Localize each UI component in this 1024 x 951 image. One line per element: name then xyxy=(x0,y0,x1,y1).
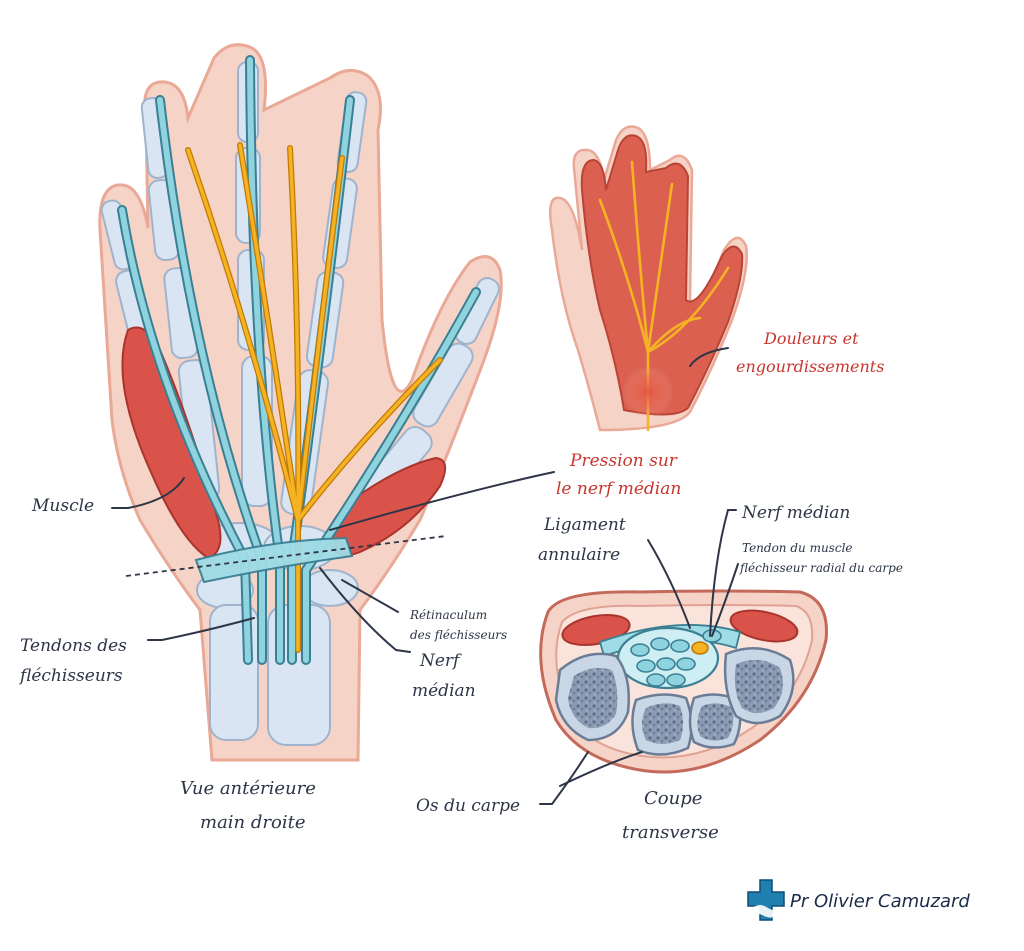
section-carpal-bones xyxy=(554,647,795,756)
label-carpal-bones: Os du carpe xyxy=(416,796,520,816)
label-tendons-line2: fléchisseurs xyxy=(18,666,123,686)
label-ligament-line1: Ligament xyxy=(543,515,626,535)
text-labels: Muscle Tendons des fléchisseurs Rétinacu… xyxy=(18,329,903,843)
label-nerve-section: Nerf médian xyxy=(741,503,850,523)
label-ligament-line2: annulaire xyxy=(538,545,620,565)
label-tendons-line1: Tendons des xyxy=(20,636,127,656)
author-credit: Pr Olivier Camuzard xyxy=(746,878,1016,924)
anterior-hand-view xyxy=(98,43,503,762)
symptom-nerve-branches xyxy=(598,160,730,432)
median-nerve-hand xyxy=(185,142,443,653)
label-pressure-line1: Pression sur xyxy=(569,451,678,471)
label-nerve-hand-line2: médian xyxy=(412,681,476,701)
section-median-nerve xyxy=(691,641,709,655)
symptom-hand-view xyxy=(549,125,748,432)
label-retinaculum-line1: Rétinaculum xyxy=(409,608,487,622)
caption-section-line1: Coupe xyxy=(644,788,702,809)
caption-anterior-line1: Vue antérieure xyxy=(180,778,316,799)
label-pain-line1: Douleurs et xyxy=(763,329,859,348)
label-pressure-line2: le nerf médian xyxy=(556,479,681,499)
caption-section-line2: transverse xyxy=(622,822,719,843)
pressure-point xyxy=(622,366,674,418)
label-pain-line2: engourdissements xyxy=(736,357,884,376)
section-tendons xyxy=(630,629,722,687)
cross-section-view xyxy=(539,589,828,774)
label-muscle: Muscle xyxy=(31,496,94,516)
caption-anterior-line2: main droite xyxy=(200,812,305,833)
leader-lines xyxy=(111,347,739,805)
label-retinaculum-line2: des fléchisseurs xyxy=(410,628,507,642)
medical-cross-hand-icon xyxy=(747,879,785,921)
label-nerve-hand-line1: Nerf xyxy=(419,651,462,671)
label-tendon-radial-line1: Tendon du muscle xyxy=(742,541,853,555)
label-tendon-radial-line2: fléchisseur radial du carpe xyxy=(739,561,903,575)
section-muscle-right xyxy=(729,609,799,643)
symptom-area xyxy=(580,134,744,416)
flexor-retinaculum xyxy=(194,536,354,584)
author-name: Pr Olivier Camuzard xyxy=(790,891,970,912)
